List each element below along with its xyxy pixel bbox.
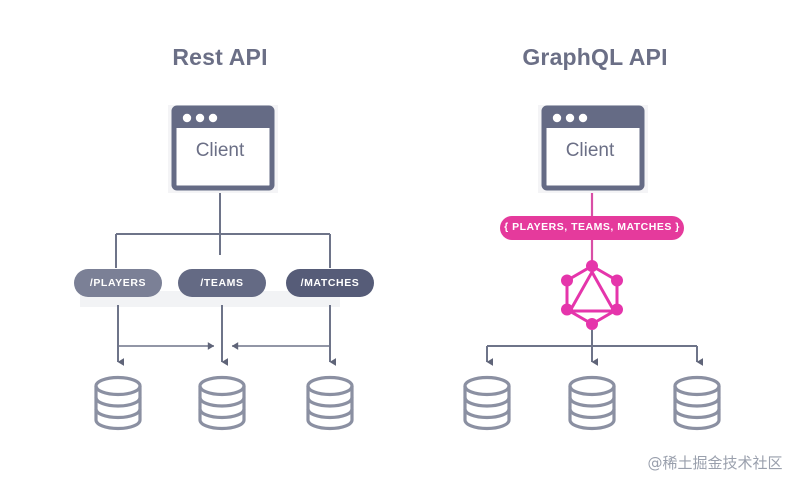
database-icon [94, 375, 142, 431]
watermark: @稀土掘金技术社区 [647, 454, 783, 472]
graphql-query-pill [500, 216, 684, 240]
endpoint-pill-teams [178, 269, 266, 297]
client-label-graphql: Client [565, 140, 615, 161]
database-icon [568, 375, 616, 431]
client-window-left [171, 105, 275, 191]
graphql-logo [565, 264, 619, 326]
window-dot [552, 113, 562, 123]
endpoint-pill-matches [286, 269, 374, 297]
window-dot [182, 113, 192, 123]
database-icon [673, 375, 721, 431]
database-icon [463, 375, 511, 431]
client-window-right [541, 105, 645, 191]
client-label-rest: Client [195, 140, 245, 161]
window-dot [195, 113, 205, 123]
database-icon [306, 375, 354, 431]
database-icon [198, 375, 246, 431]
window-dot [565, 113, 575, 123]
window-dot [208, 113, 218, 123]
graphql-logo-nodes [561, 260, 623, 330]
column-title-rest: Rest API [172, 44, 268, 70]
endpoint-pill-players [74, 269, 162, 297]
column-title-graphql: GraphQL API [522, 44, 668, 70]
window-dot [578, 113, 588, 123]
